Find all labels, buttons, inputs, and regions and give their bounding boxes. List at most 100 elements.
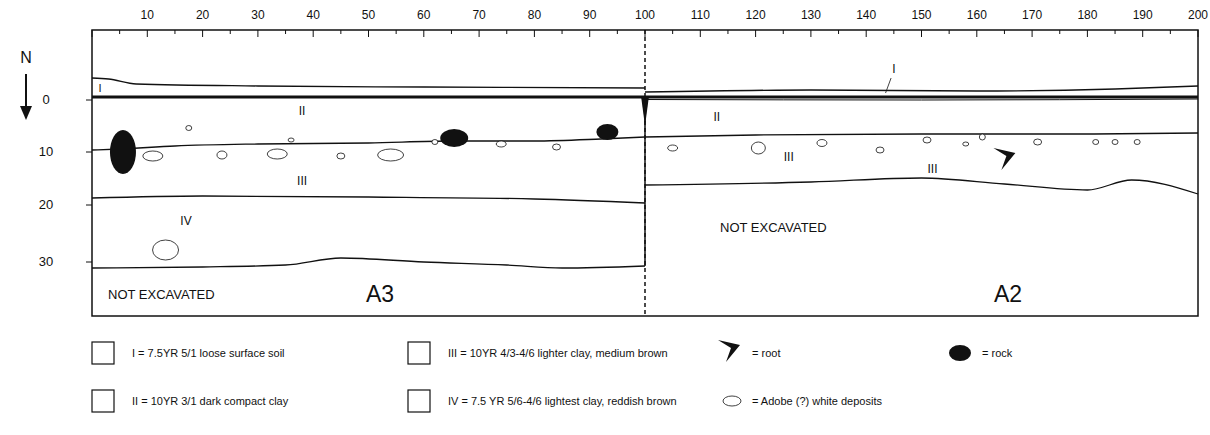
scale-tick [1059, 30, 1060, 34]
depth-number: 30 [39, 255, 53, 269]
scale-tick [866, 30, 867, 37]
layer-label: NOT EXCAVATED [720, 221, 827, 235]
depth-tick [86, 152, 92, 153]
stratum-boundary [645, 133, 1198, 137]
scale-tick [257, 30, 258, 37]
legend-root [718, 340, 740, 362]
scale-tick [617, 30, 618, 34]
legend-text: = rock [982, 347, 1012, 359]
adobe-deposit [963, 142, 969, 146]
scale-number: 120 [746, 9, 766, 22]
scale-tick [534, 30, 535, 37]
scale-tick [1170, 30, 1171, 34]
legend-text: = Adobe (?) white deposits [752, 395, 882, 407]
layer-label: A3 [366, 282, 394, 307]
scale-tick [92, 30, 93, 37]
scale-tick [396, 30, 397, 34]
north-arrow-head [20, 106, 32, 120]
adobe-deposit [876, 147, 884, 153]
scale-tick [727, 30, 728, 34]
scale-tick [672, 30, 673, 34]
layer-label: II [297, 105, 308, 118]
scale-number: 130 [801, 9, 821, 22]
legend-text: I = 7.5YR 5/1 loose surface soil [132, 347, 285, 359]
scale-number: 180 [1077, 9, 1097, 22]
adobe-deposit [378, 149, 404, 161]
scale-number: 80 [528, 9, 541, 22]
adobe-deposit [143, 151, 163, 161]
wall-wedge [641, 96, 649, 126]
adobe-deposit [288, 138, 294, 142]
scale-tick [1142, 30, 1143, 37]
strata-lines [92, 78, 1198, 268]
layer-label: I [98, 82, 101, 94]
scale-tick [1198, 30, 1199, 37]
scale-number: 50 [362, 9, 375, 22]
scale-tick [838, 30, 839, 34]
adobe-deposit [1093, 140, 1099, 145]
scale-tick [285, 30, 286, 34]
scale-number: 110 [691, 9, 710, 22]
legend-adobe [723, 396, 741, 406]
root-symbol [993, 148, 1015, 170]
layer-label: II [712, 111, 723, 124]
legend-swatch [92, 390, 114, 412]
scale-number: 190 [1133, 9, 1153, 22]
legend-text: IV = 7.5 YR 5/6-4/6 lightest clay, reddi… [448, 395, 677, 407]
depth-ticks [86, 100, 92, 262]
scale-tick [700, 30, 701, 37]
layer-label: I [892, 63, 895, 76]
legend-text: III = 10YR 4/3-4/6 lighter clay, medium … [448, 347, 668, 359]
scale-tick [230, 30, 231, 34]
scale-tick [976, 30, 977, 37]
scale-number: 150 [911, 9, 931, 22]
adobe-deposit [217, 151, 227, 159]
scale-number: 200 [1188, 9, 1208, 22]
scale-tick [1004, 30, 1005, 34]
adobe-deposit [153, 240, 179, 260]
scale-number: 60 [417, 9, 430, 22]
layer-label: NOT EXCAVATED [108, 288, 215, 302]
legend-swatch [408, 342, 430, 364]
scale-tick [202, 30, 203, 37]
adobe-deposit [553, 144, 561, 150]
scale-tick [921, 30, 922, 37]
unit-divider [644, 30, 646, 316]
layer-label: III [782, 151, 796, 164]
scale-number: 160 [967, 9, 987, 22]
scale-tick [340, 30, 341, 34]
legend-rock [949, 345, 971, 361]
layer-label: A2 [994, 282, 1022, 307]
adobe-deposit [751, 142, 765, 154]
stratum-boundary [645, 86, 1198, 92]
scale-tick [313, 30, 314, 37]
scale-number: 30 [251, 9, 264, 22]
rock-symbol [596, 124, 618, 140]
scale-tick [893, 30, 894, 34]
scale-number: 10 [141, 9, 154, 22]
scale-tick [783, 30, 784, 34]
depth-tick [86, 100, 92, 101]
scale-tick [174, 30, 175, 34]
profile-frame [92, 30, 1198, 316]
scale-number: 140 [856, 9, 876, 22]
scale-tick [147, 30, 148, 37]
adobe-deposits [143, 126, 1140, 261]
scale-number: 170 [1022, 9, 1042, 22]
adobe-deposit [496, 141, 506, 147]
scale-tick [479, 30, 480, 37]
scale-tick [1032, 30, 1033, 37]
depth-tick [86, 262, 92, 263]
stratum-boundary [645, 178, 1198, 194]
legend-swatch [408, 390, 430, 412]
rock-symbol [440, 129, 468, 147]
scale-tick [810, 30, 811, 37]
north-label: N [20, 49, 32, 67]
rock-symbol [110, 130, 136, 174]
adobe-deposit [432, 140, 438, 145]
layer-label: IV [178, 215, 193, 228]
scale-number: 100 [635, 9, 655, 22]
scale-tick [506, 30, 507, 34]
scale-number: 20 [196, 9, 209, 22]
